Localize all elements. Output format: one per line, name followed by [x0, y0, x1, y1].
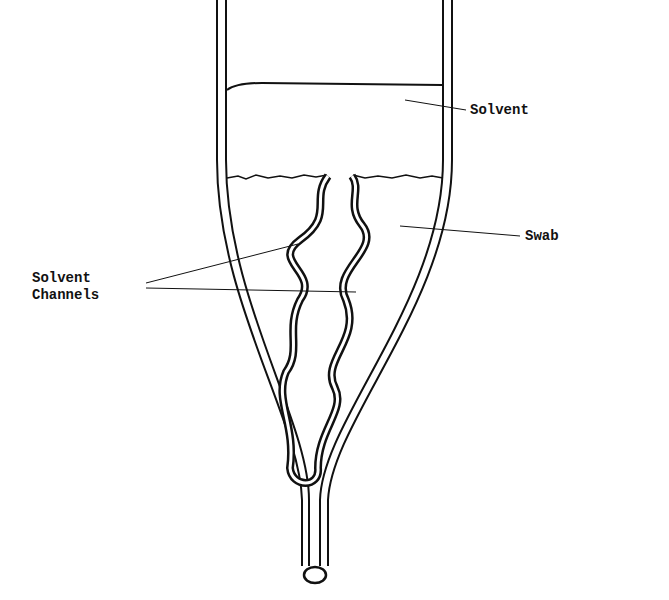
leader-line: [405, 100, 466, 110]
solvent-channel: [282, 176, 366, 483]
part-label: Solvent Channels: [32, 270, 108, 304]
swab-top: [227, 175, 327, 179]
part-label: Swab: [525, 228, 559, 245]
solvent-surface: [227, 83, 442, 90]
swab-top: [353, 175, 443, 178]
leader-line: [400, 226, 520, 236]
leader-line: [146, 244, 298, 283]
solvent-channel: [282, 176, 366, 483]
tube-wall: [217, 0, 302, 566]
leader-line: [146, 288, 356, 292]
tube-tip: [304, 567, 326, 583]
part-label: Solvent: [470, 102, 529, 119]
